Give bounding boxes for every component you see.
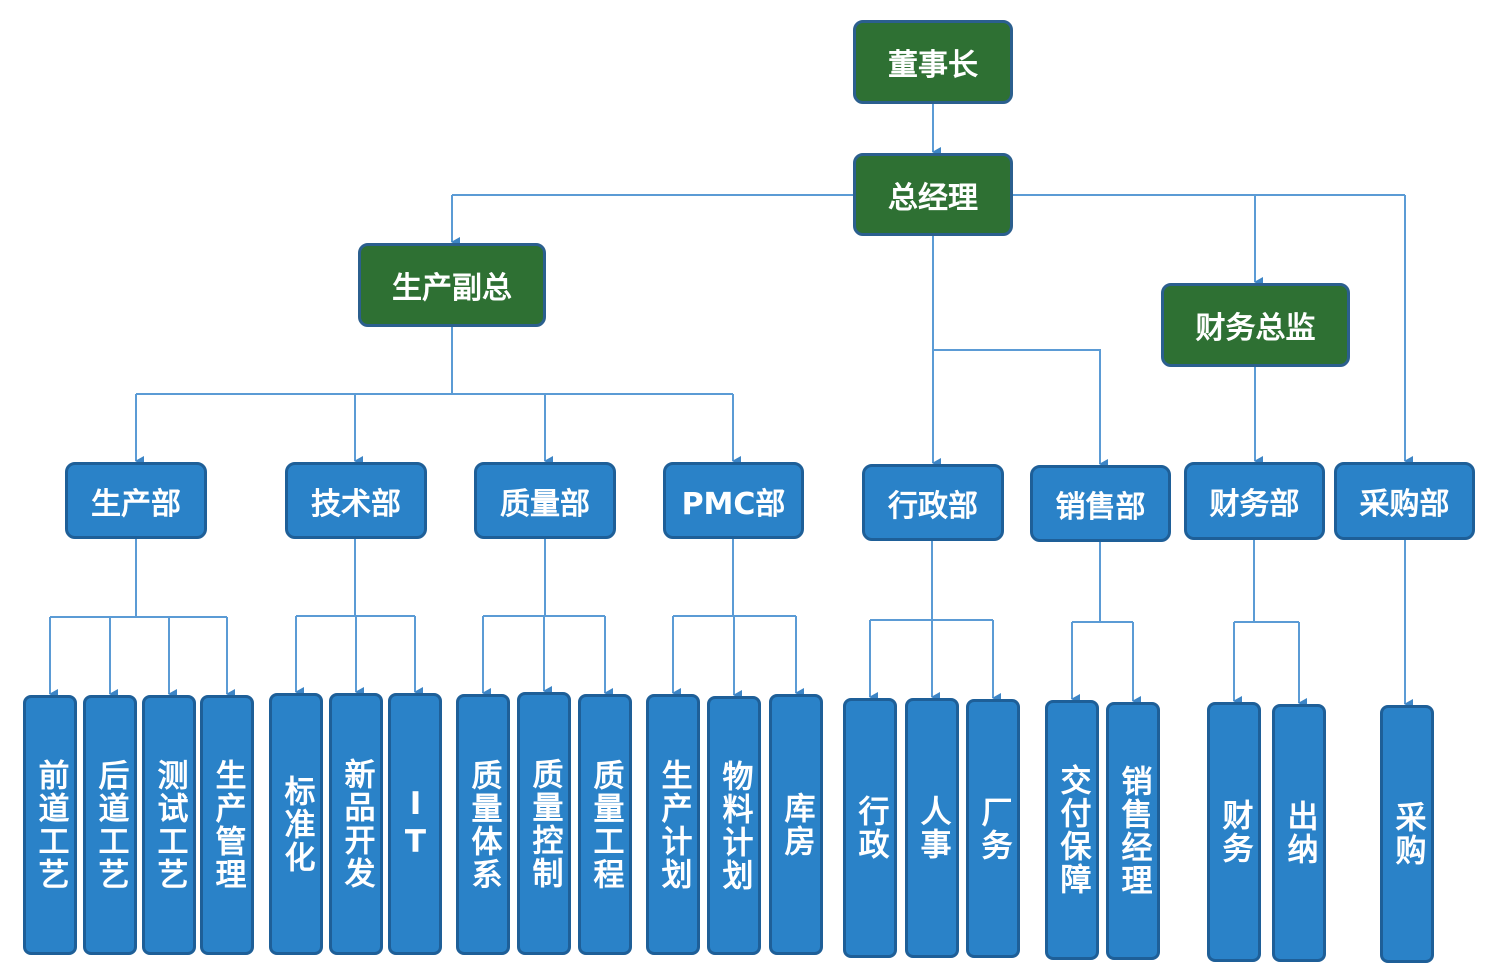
org-node-admin: 行政: [843, 698, 897, 958]
org-node-label: IT: [397, 786, 434, 862]
org-node-label: 测试工艺: [151, 759, 188, 891]
org-node-dept-tech: 技术部: [285, 462, 427, 539]
org-node-label: 财务部: [1209, 487, 1300, 522]
org-node-cashier: 出纳: [1272, 704, 1326, 962]
org-node-label: 生产部: [91, 486, 181, 522]
org-node-label: 新品开发: [338, 758, 375, 890]
org-node-label: 质量部: [500, 486, 590, 522]
org-node-back-process: 后道工艺: [83, 695, 137, 955]
org-node-label: 行政部: [888, 488, 978, 524]
org-node-test-process: 测试工艺: [142, 695, 196, 955]
org-node-label: 库房: [778, 791, 815, 858]
org-node-label: 生产管理: [209, 759, 246, 891]
org-node-label: 总经理: [888, 180, 978, 216]
org-node-label: 董事长: [888, 48, 978, 83]
org-node-label: 厂务: [975, 795, 1012, 862]
org-node-dept-quality: 质量部: [474, 462, 616, 539]
org-node-quality-system: 质量体系: [456, 694, 510, 955]
org-node-label: 质量工程: [587, 758, 624, 891]
org-node-hr: 人事: [905, 698, 959, 958]
org-node-quality-control: 质量控制: [517, 692, 571, 955]
org-node-standardization: 标准化: [269, 693, 323, 955]
org-node-dept-production: 生产部: [65, 462, 207, 539]
org-node-label: 质量控制: [526, 757, 563, 890]
org-node-finance: 财务: [1207, 702, 1261, 962]
org-node-label: 质量体系: [465, 758, 502, 891]
org-node-new-product: 新品开发: [329, 693, 383, 955]
org-node-material-plan: 物料计划: [707, 696, 761, 955]
org-node-chairman: 董事长: [853, 20, 1013, 104]
org-node-label: 生产副总: [392, 271, 512, 306]
org-node-it: IT: [388, 693, 442, 955]
org-node-dept-finance: 财务部: [1184, 462, 1325, 540]
org-node-label: 出纳: [1281, 800, 1318, 866]
org-node-label: 标准化: [278, 774, 315, 874]
org-node-dept-admin: 行政部: [862, 464, 1004, 541]
org-node-label: 前道工艺: [32, 759, 69, 891]
org-node-label: 采购: [1389, 801, 1426, 867]
org-node-factory-affairs: 厂务: [966, 699, 1020, 958]
org-node-label: 生产计划: [655, 758, 692, 891]
org-node-dept-pmc: PMC部: [663, 462, 804, 539]
org-node-label: 财务: [1216, 799, 1253, 865]
org-node-vp-production: 生产副总: [358, 243, 546, 327]
connector: [933, 349, 1108, 469]
org-node-dept-purchase: 采购部: [1334, 462, 1475, 540]
org-node-prod-plan: 生产计划: [646, 694, 700, 955]
org-node-label: 物料计划: [716, 759, 753, 892]
org-node-warehouse: 库房: [769, 694, 823, 955]
org-node-label: PMC部: [681, 486, 786, 522]
org-node-label: 行政: [852, 795, 889, 861]
org-node-label: 销售部: [1055, 489, 1146, 525]
org-node-quality-eng: 质量工程: [578, 694, 632, 955]
org-node-cfo: 财务总监: [1161, 283, 1350, 367]
org-node-delivery: 交付保障: [1045, 700, 1099, 960]
org-node-label: 销售经理: [1115, 765, 1152, 897]
org-node-label: 交付保障: [1054, 764, 1091, 896]
org-node-prod-mgmt: 生产管理: [200, 695, 254, 955]
org-node-label: 采购部: [1359, 487, 1450, 522]
org-node-front-process: 前道工艺: [23, 695, 77, 955]
org-node-label: 技术部: [311, 486, 401, 522]
org-node-label: 财务总监: [1195, 311, 1316, 346]
org-node-label: 后道工艺: [92, 759, 129, 891]
org-node-sales-mgr: 销售经理: [1106, 702, 1160, 960]
org-node-gm: 总经理: [853, 153, 1013, 236]
org-node-dept-sales: 销售部: [1030, 465, 1171, 542]
org-node-purchase: 采购: [1380, 705, 1434, 963]
org-node-label: 人事: [914, 795, 951, 861]
